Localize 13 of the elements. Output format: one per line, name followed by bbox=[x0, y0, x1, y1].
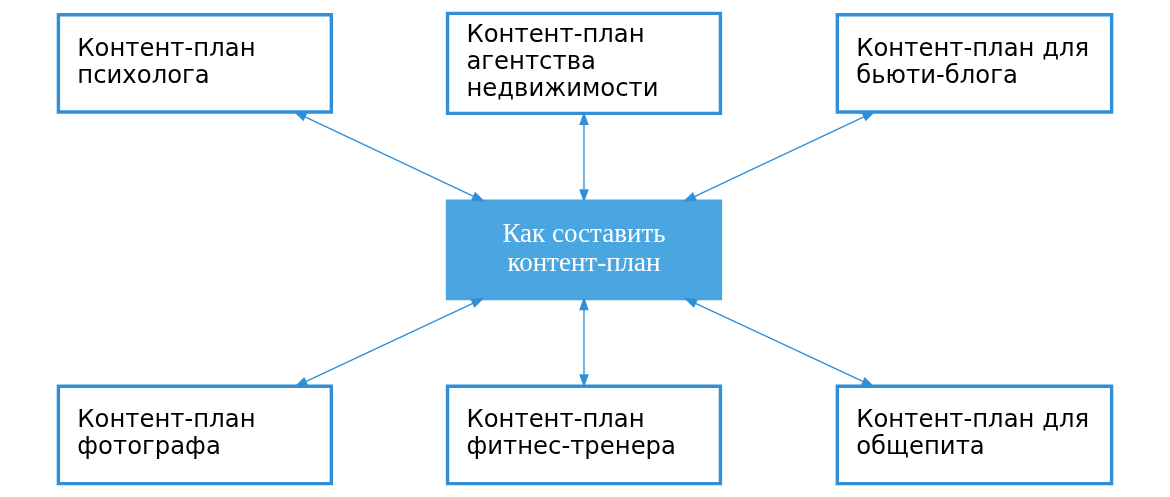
arrow bbox=[579, 111, 589, 203]
arrow bbox=[579, 296, 589, 388]
node-box: Контент-план для бьюти-блога bbox=[835, 13, 1114, 114]
arrow bbox=[293, 111, 486, 202]
node-box: Контент-план для общепита bbox=[835, 384, 1114, 486]
arrow bbox=[682, 111, 876, 203]
node-box: Контент-план агентства недвижимости bbox=[445, 11, 723, 116]
node-box: Контент-план фотографа bbox=[56, 384, 333, 486]
arrow bbox=[294, 297, 485, 388]
arrow bbox=[683, 297, 875, 388]
node-box: Контент-план фитнес-тренера bbox=[445, 384, 723, 486]
node-box: Как составить контент-план bbox=[445, 199, 723, 301]
node-box: Контент-план психолога bbox=[56, 13, 333, 114]
